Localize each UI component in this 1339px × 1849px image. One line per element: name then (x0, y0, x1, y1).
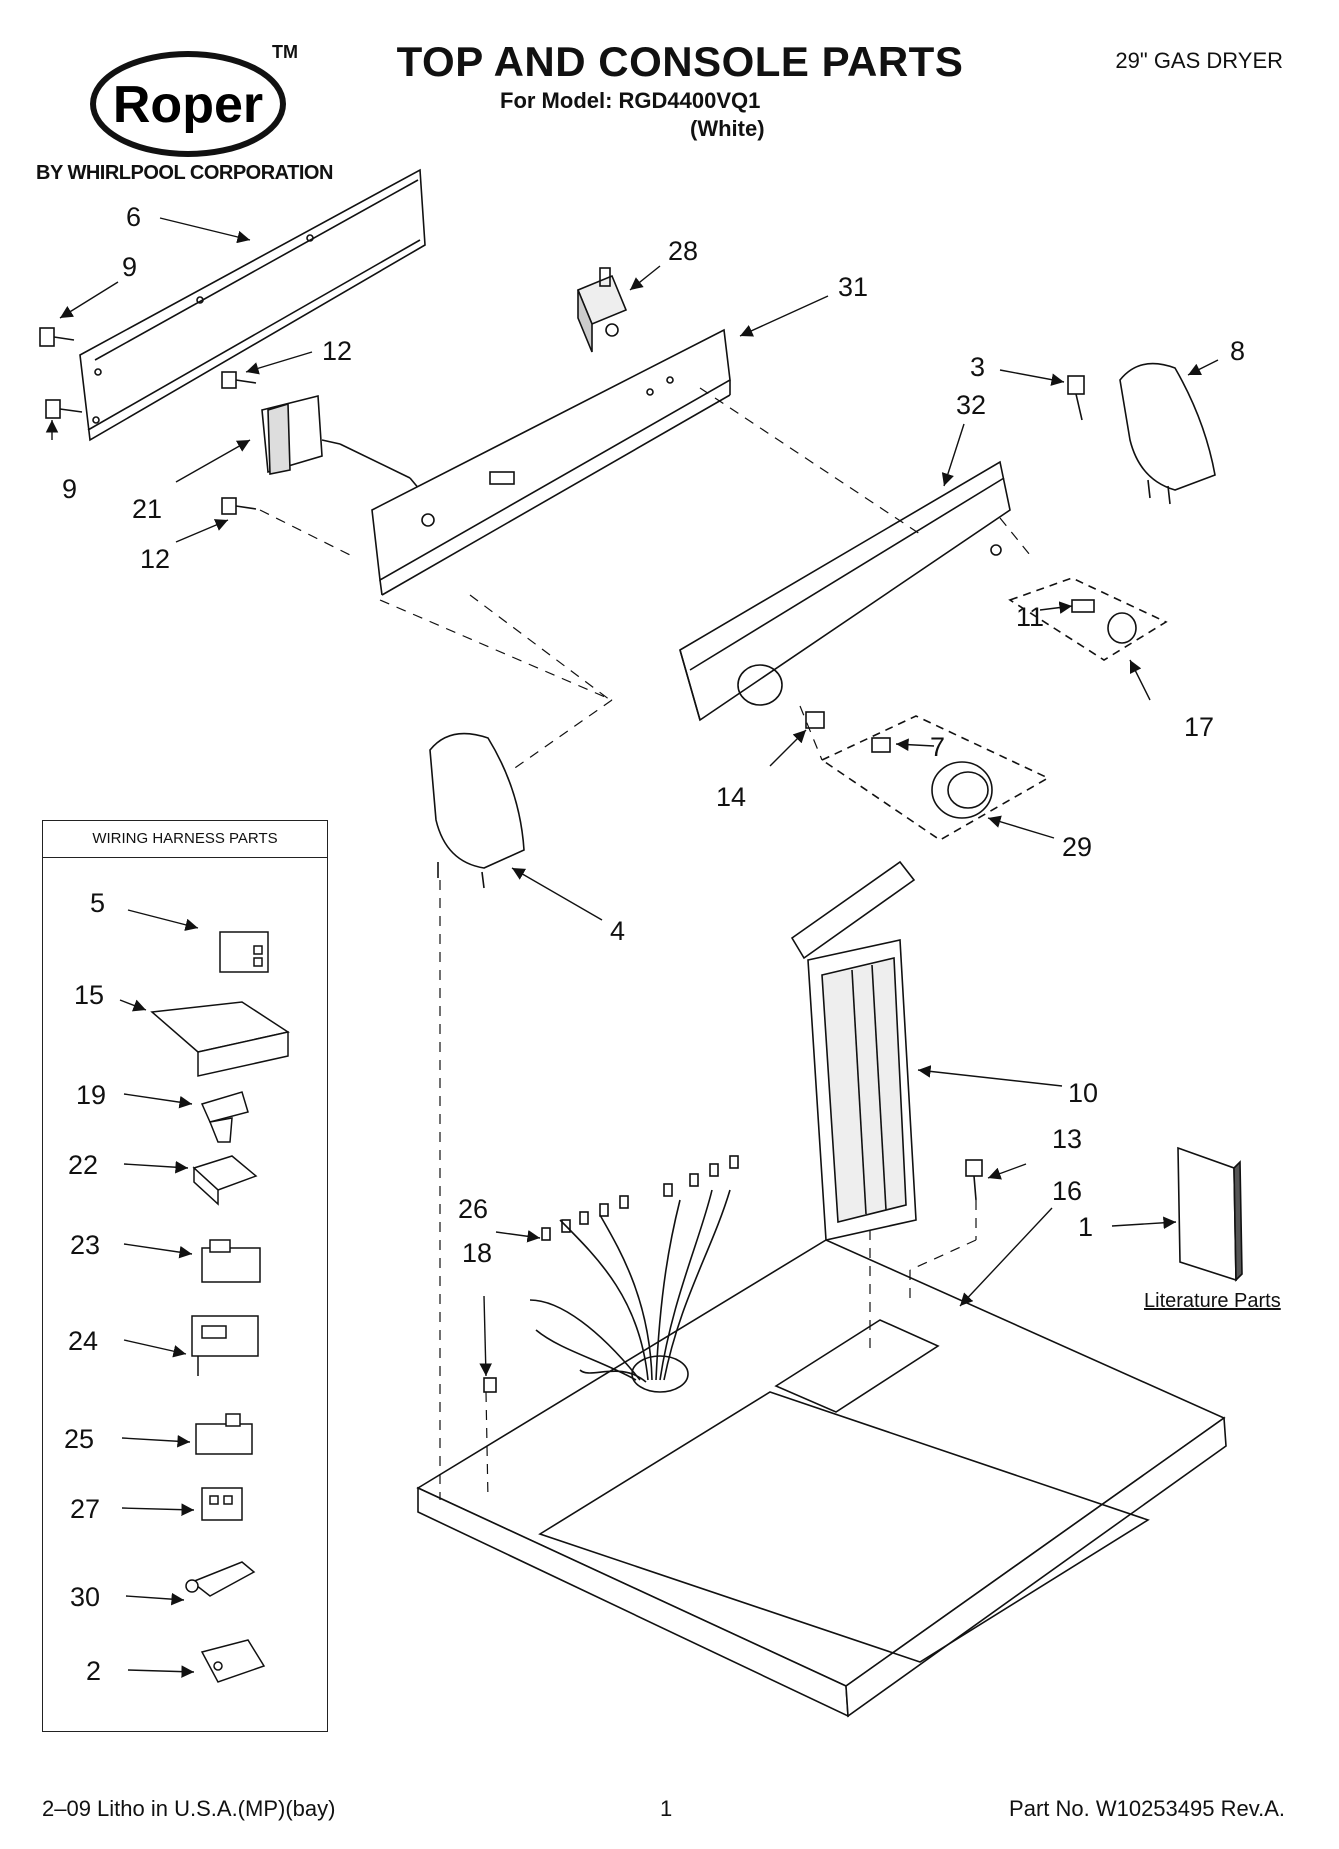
part-9-screw-upper (39, 327, 75, 347)
wiring-harness-heading: WIRING HARNESS PARTS (43, 821, 327, 858)
callout-31: 31 (838, 272, 868, 302)
callout-6: 6 (126, 202, 141, 232)
wiring-callout-5: 5 (90, 888, 105, 918)
callout-leaders (45, 217, 1219, 1377)
callout-7: 7 (930, 732, 945, 762)
callout-10: 10 (1068, 1078, 1098, 1108)
part-9-screw-lower (45, 399, 83, 419)
callout-14: 14 (716, 782, 746, 812)
wiring-callout-30: 30 (70, 1582, 100, 1612)
footer-page-number: 1 (660, 1796, 673, 1821)
wiring-part-27 (201, 1487, 243, 1521)
logo-ellipse (90, 51, 286, 157)
wiring-callout-22: 22 (68, 1150, 98, 1180)
part-12-screw-upper (221, 371, 257, 389)
callout-21: 21 (132, 494, 162, 524)
callout-1: 1 (1078, 1212, 1093, 1242)
callout-16: 16 (1052, 1176, 1082, 1206)
callout-28: 28 (668, 236, 698, 266)
part-7-part-29-knob-group (805, 711, 1050, 841)
part-32-console (679, 460, 1011, 722)
model-line: For Model: RGD4400VQ1 (500, 88, 761, 113)
callout-8: 8 (1230, 336, 1245, 366)
part-18-clip (483, 1377, 497, 1393)
wiring-part-24 (191, 1315, 259, 1376)
callout-32: 32 (956, 390, 986, 420)
callout-18: 18 (462, 1238, 492, 1268)
callout-4: 4 (610, 916, 625, 946)
wiring-part-25 (195, 1413, 253, 1455)
part-28-component (576, 267, 628, 353)
product-type: 29" GAS DRYER (1115, 48, 1283, 73)
footer-litho: 2–09 Litho in U.S.A.(MP)(bay) (42, 1796, 336, 1821)
wiring-part-19 (200, 1091, 249, 1143)
wiring-callout-19: 19 (76, 1080, 106, 1110)
callout-29: 29 (1062, 832, 1092, 862)
wiring-callout-2: 2 (86, 1656, 101, 1686)
callout-3: 3 (970, 352, 985, 382)
part-21-switch (261, 394, 421, 491)
callout-12-lower: 12 (140, 544, 170, 574)
part-1-literature (1177, 1146, 1243, 1282)
wiring-part-22 (192, 1155, 258, 1206)
part-4-end-cap-left (429, 732, 525, 889)
callout-17: 17 (1184, 712, 1214, 742)
page-title: TOP AND CONSOLE PARTS (396, 38, 964, 85)
wiring-callout-23: 23 (70, 1230, 100, 1260)
literature-parts-label: Literature Parts (1144, 1290, 1281, 1312)
assembly-guide-lines (259, 387, 1031, 1501)
callout-11: 11 (1016, 602, 1044, 632)
callout-13: 13 (1052, 1124, 1082, 1154)
part-10-lint-screen (790, 860, 917, 1241)
logo-brand-text: Roper (113, 76, 263, 134)
brand-byline: BY WHIRLPOOL CORPORATION (36, 162, 333, 184)
wiring-callout-27: 27 (70, 1494, 100, 1524)
callout-26: 26 (458, 1194, 488, 1224)
footer-part-number: Part No. W10253495 Rev.A. (1009, 1796, 1285, 1821)
wiring-harness-parts: 5 15 19 22 23 24 25 27 30 2 (64, 888, 290, 1686)
wiring-part-2 (200, 1639, 266, 1683)
part-31-control-plate (371, 328, 731, 596)
part-12-screw-lower (221, 497, 257, 515)
wiring-callout-24: 24 (68, 1326, 98, 1356)
part-6-console-bracket (79, 168, 426, 442)
wiring-harness-box: WIRING HARNESS PARTS (42, 820, 328, 1732)
wiring-part-23 (201, 1239, 261, 1283)
part-8-end-cap-right (1119, 362, 1216, 505)
wiring-part-15 (150, 1001, 290, 1077)
model-variant: (White) (690, 116, 765, 141)
wiring-part-30 (185, 1561, 256, 1597)
wiring-callout-15: 15 (74, 980, 104, 1010)
callout-9-upper: 9 (122, 252, 137, 282)
part-26-wiring-harness (529, 1155, 739, 1383)
part-13-screw (965, 1159, 983, 1201)
part-16-top-panel (416, 1239, 1227, 1718)
callout-9-lower: 9 (62, 474, 77, 504)
part-3-screw (1067, 375, 1085, 421)
roper-logo: Roper (90, 51, 286, 157)
callout-12-upper: 12 (322, 336, 352, 366)
trademark-mark: TM (272, 42, 298, 62)
wiring-part-5 (219, 931, 269, 973)
wiring-callout-25: 25 (64, 1424, 94, 1454)
